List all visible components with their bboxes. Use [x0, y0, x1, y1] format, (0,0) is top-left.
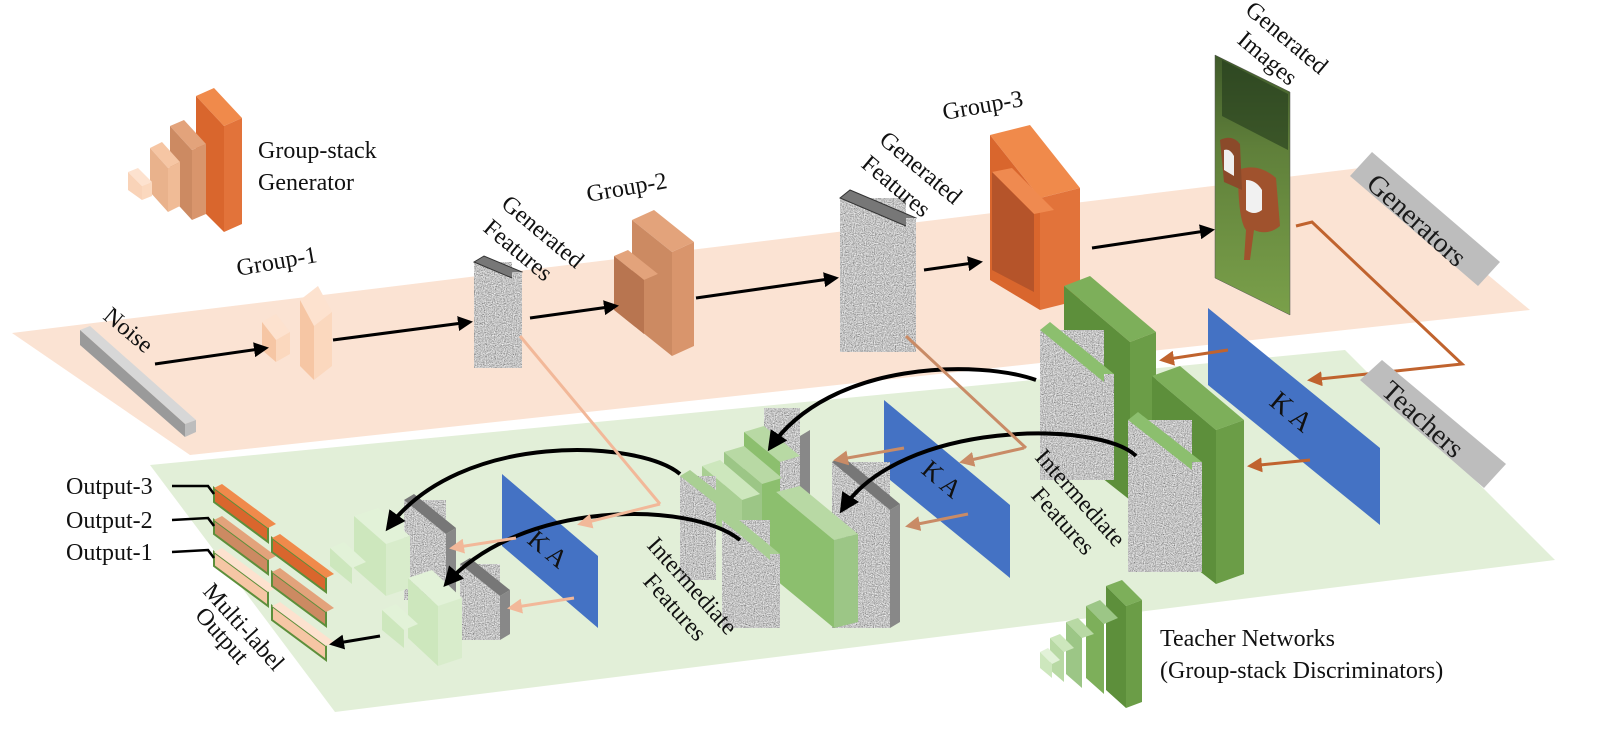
- legend-generator-line2: Generator: [258, 170, 354, 196]
- group2-label: Group-2: [585, 168, 670, 208]
- generator-arrows: [154, 224, 1215, 366]
- output-connectors: [171, 484, 215, 559]
- legend-teacher-line1: Teacher Networks: [1160, 626, 1335, 652]
- group1-label: Group-1: [235, 242, 320, 282]
- ka-panel-mid: K A: [884, 400, 1010, 578]
- legend-teacher-line2: (Group-stack Discriminators): [1160, 658, 1443, 684]
- teacher-block-small: [330, 494, 510, 666]
- multilabel-arrow: [329, 634, 381, 650]
- cow-shape: [1224, 149, 1234, 176]
- noise-bar: [80, 326, 196, 437]
- output3-label: Output-3: [66, 474, 153, 500]
- ka-panel-top: K A: [1208, 308, 1380, 525]
- teacher-legend-icon: [1040, 580, 1142, 708]
- output2-label: Output-2: [66, 508, 153, 534]
- ka-panel-low: K A: [502, 474, 598, 628]
- intermediate-features-large: [1039, 322, 1202, 575]
- intermediate-features-medium: [679, 470, 780, 631]
- generator-legend-icon: [128, 88, 242, 232]
- cow-shape: [1246, 180, 1262, 213]
- legend-generator-line1: Group-stack: [258, 138, 377, 164]
- group2-block: [614, 210, 694, 356]
- ka-connector-arrows: [449, 334, 1311, 614]
- group1-block: [262, 286, 332, 380]
- curved-arrows: [385, 367, 1138, 587]
- group3-block: [990, 125, 1080, 310]
- output-bars: [213, 484, 334, 662]
- generated-features-2: [839, 189, 917, 354]
- generated-features-1: [472, 255, 524, 369]
- group3-label: Group-3: [941, 86, 1026, 126]
- generated-image: [1214, 54, 1291, 316]
- output1-label: Output-1: [66, 540, 153, 566]
